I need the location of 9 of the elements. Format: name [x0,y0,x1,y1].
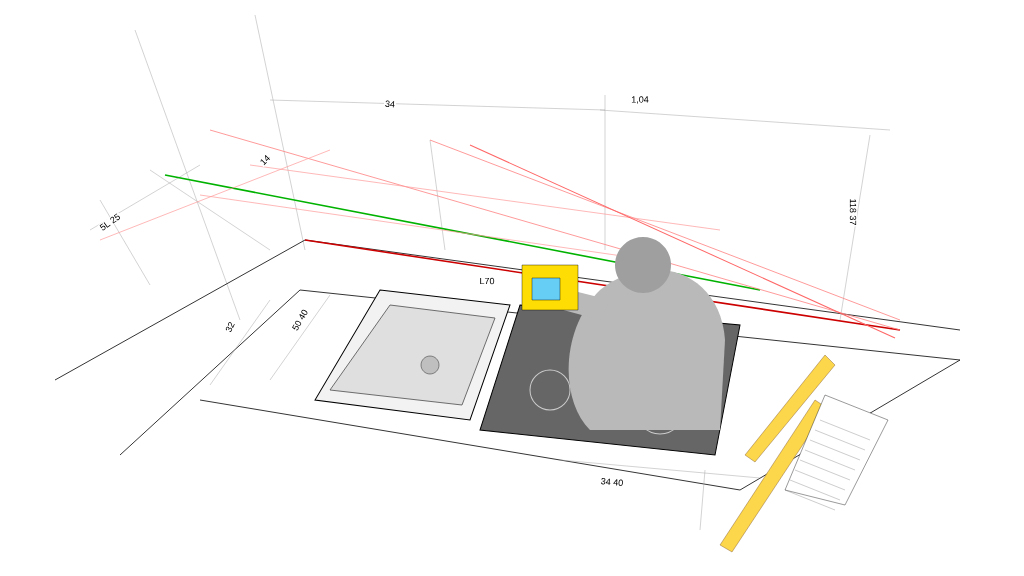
dimension-label: 14 [257,152,273,168]
dimension-label: 5L 25 [97,211,123,233]
dimension-label: 50 40 [290,307,310,333]
dimension-label: 1,04 [630,95,650,105]
dimension-label: L70 [478,276,496,286]
dimension-label: 34 [383,99,397,109]
dimension-label: 118 37 [848,197,858,227]
dimension-label: 32 [223,319,237,335]
dimension-label: 34 40 [599,476,625,488]
